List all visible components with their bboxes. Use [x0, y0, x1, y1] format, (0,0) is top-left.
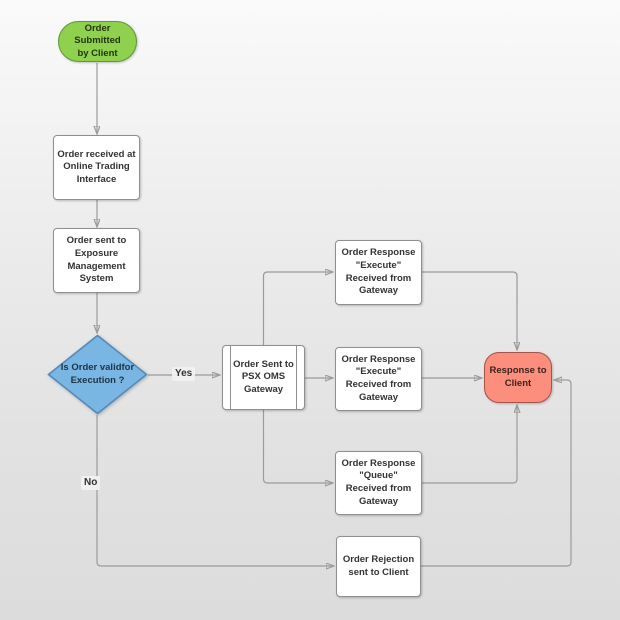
- node-decision-valid-for-execution[interactable]: Is Order validfor Execution ?: [47, 334, 148, 415]
- node-order-submitted[interactable]: Order Submitted by Client: [58, 21, 137, 62]
- edge-label-no: No: [81, 476, 101, 490]
- node-response-execute-mid[interactable]: Order Response "Execute" Received from G…: [335, 347, 422, 411]
- node-order-received[interactable]: Order received at Online Trading Interfa…: [53, 135, 140, 200]
- edge-decision-no-to-rejection: [96, 415, 334, 566]
- node-order-rejection[interactable]: Order Rejection sent to Client: [336, 536, 421, 597]
- node-order-sent-gateway[interactable]: Order Sent to PSX OMS Gateway: [222, 345, 305, 410]
- edge-response-top-to-client: [422, 271, 517, 350]
- predefined-process-bar-left: [230, 346, 231, 409]
- edge-gateway-to-response-top: [262, 272, 334, 345]
- node-order-sent-exposure[interactable]: Order sent to Exposure Management System: [53, 228, 140, 293]
- edge-gateway-to-response-queue: [262, 410, 334, 483]
- decision-label: Is Order validfor Execution ?: [60, 361, 135, 386]
- gateway-label: Order Sent to PSX OMS Gateway: [233, 358, 294, 395]
- decision-diamond-shape: [47, 334, 148, 415]
- predefined-process-bar-right: [296, 346, 297, 409]
- node-response-to-client[interactable]: Response to Client: [484, 352, 552, 403]
- node-response-execute-top[interactable]: Order Response "Execute" Received from G…: [335, 240, 422, 305]
- edge-label-yes: Yes: [172, 367, 196, 381]
- edge-rejection-to-client: [421, 380, 572, 567]
- node-response-queue[interactable]: Order Response "Queue" Received from Gat…: [335, 451, 422, 515]
- edge-response-queue-to-client: [422, 405, 517, 484]
